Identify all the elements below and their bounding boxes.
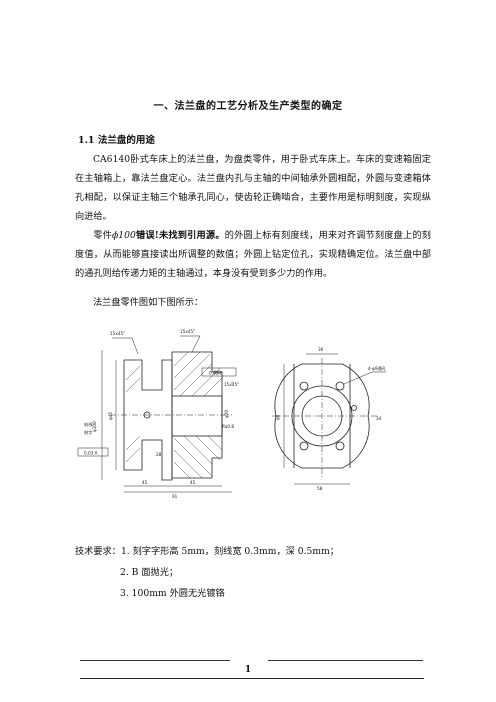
dim-phi100: φ100 — [92, 421, 97, 432]
dim-28: 28 — [156, 452, 162, 457]
footer-rule-bottom — [80, 678, 424, 679]
dim-36: 36 — [318, 347, 324, 352]
section-heading: 1.1 法兰盘的用途 — [78, 135, 155, 146]
phi-symbol: ϕ100 — [111, 230, 136, 241]
tolerance-1: 0.03 A — [209, 371, 223, 376]
footer-rule-left — [80, 660, 230, 661]
page-title: 一、法兰盘的工艺分析及生产类型的确定 — [153, 101, 343, 112]
label-mark: 刻线 — [84, 421, 93, 428]
paragraph-purpose: CA6140卧式车床上的法兰盘，为盘类零件，用于卧式车床上。车床的变速箱固定在主… — [75, 150, 431, 226]
dim-90: 90 — [276, 414, 281, 420]
tech-item-3: 3. 100mm 外圆无光镀铬 — [120, 588, 225, 599]
paragraph-scale-b: 的外圆上标有刻度线，用来对齐调节刻度盘上的刻度值，从而能够直接读出所调整的数值；… — [75, 230, 431, 279]
dim-58: 58 — [317, 486, 323, 491]
dim-phi45: φ45 — [108, 412, 113, 420]
note-holes: 4-φ9通孔 — [368, 365, 387, 372]
paragraph-scale: 零件ϕ100错误!未找到引用源。的外圆上标有刻度线，用来对齐调节刻度盘上的刻度值… — [75, 226, 431, 283]
tech-label: 技术要求： — [75, 546, 121, 557]
page-number: 1 — [244, 665, 252, 675]
reference-error: 错误!未找到引用源。 — [135, 230, 225, 241]
dim-34: 34 — [376, 416, 382, 421]
front-view — [272, 353, 386, 485]
tech-item-1: 1. 刻字字形高 5mm，刻线宽 0.3mm，深 0.5mm； — [120, 546, 339, 557]
tech-item-2: 2. B 面抛光； — [120, 567, 179, 578]
dim-45-a: 45 — [142, 480, 148, 485]
label-chamfer-3: 15x45° — [224, 382, 239, 387]
dim-45-b: 45 — [190, 480, 196, 485]
label-chamfer-1: 15x45° — [110, 331, 125, 336]
paragraph-purpose-text: CA6140卧式车床上的法兰盘，为盘类零件，用于卧式车床上。车床的变速箱固定在主… — [75, 154, 431, 222]
section-view — [77, 335, 237, 493]
dim-91: 91 — [172, 494, 178, 499]
dim-phi20: φ20 — [224, 410, 229, 418]
label-chamfer-2: 15x45° — [180, 329, 195, 334]
label-mark-2: 刻字 — [84, 429, 92, 436]
dim-ra: Ra0.8 — [222, 424, 234, 429]
part-drawing: 15x45° 15x45° 15x45° 刻线 刻字 0.8 45 45 91 … — [77, 329, 387, 499]
footer-rule-right — [268, 660, 423, 661]
tech-requirements: 技术要求：1. 刻字字形高 5mm，刻线宽 0.3mm，深 0.5mm； — [75, 543, 339, 557]
label-roughness: 0.8 — [214, 370, 221, 375]
paragraph-scale-a: 零件 — [93, 230, 112, 241]
tolerance-2: 0.03 A — [84, 451, 98, 456]
figure-caption: 法兰盘零件图如下图所示： — [93, 297, 204, 308]
